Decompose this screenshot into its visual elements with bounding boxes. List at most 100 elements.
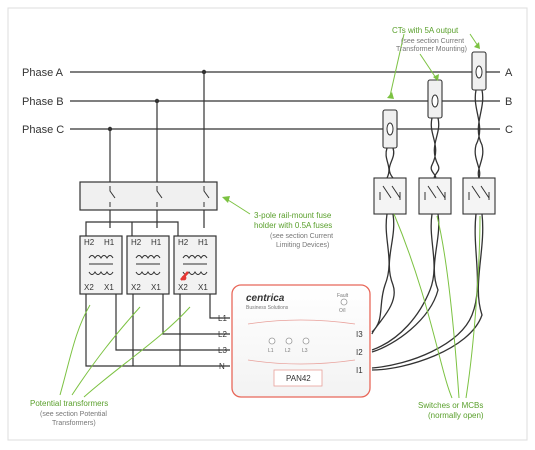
potential-transformer-1: H2 H1 X2 X1 [79, 235, 123, 295]
model-label: PAN42 [286, 374, 311, 383]
pt-terminal-h2: H2 [131, 238, 142, 247]
annotation-leaders [59, 33, 481, 399]
meter-body [231, 284, 371, 398]
cts-annotation-title: CTs with 5A output [392, 26, 459, 35]
switch-leader-1 [393, 213, 453, 399]
meter-device: centrica Business Solutions Fault O/I L1… [231, 284, 371, 398]
led-l3 [302, 337, 310, 345]
pt-primary-coil [88, 255, 114, 259]
led-l1-label: L1 [268, 348, 274, 354]
pt-terminal-h2: H2 [178, 238, 189, 247]
phase-c-label: Phase C [22, 124, 64, 136]
fuse-switch-b [156, 186, 163, 207]
ct-twisted-leads [371, 89, 484, 371]
cts-arrow-2 [433, 74, 439, 81]
pt-leader-2 [71, 306, 141, 396]
meter-brand-subtitle: Business Solutions [246, 305, 289, 311]
cts-leader-3 [469, 33, 479, 47]
meter-brand: centrica [246, 293, 285, 304]
current-input-i3-label: I3 [356, 330, 363, 339]
fuse-leader [227, 199, 251, 215]
pt-annotation-line-3: Transformers) [52, 420, 96, 427]
wire-to-l1 [209, 294, 230, 319]
voltage-input-l1-label: L1 [218, 314, 227, 323]
ct-window [431, 94, 439, 108]
pt-terminal-x2: X2 [131, 283, 141, 292]
pt-terminal-h2: H2 [84, 238, 95, 247]
model-badge [273, 369, 323, 387]
switch-contacts [379, 185, 401, 200]
pt-secondary-coil [135, 271, 161, 275]
switch-c [373, 177, 407, 215]
switch-annotation-title: Switches or MCBs [418, 401, 483, 410]
fuse-annotation-line-4: Limiting Devices) [276, 242, 329, 249]
phase-b-end-label: B [505, 96, 512, 108]
cts-annotation-line-2: (see section Current [401, 38, 464, 45]
ct-window [386, 122, 394, 136]
ct-a-leads-lower [371, 213, 484, 371]
cts-annotation-line-3: Transformer Mounting) [396, 46, 467, 53]
pt-terminal-x1: X1 [151, 283, 161, 292]
current-input-i2-label: I2 [356, 348, 363, 357]
pt-body [173, 235, 217, 295]
fuse-switches [109, 186, 210, 207]
voltage-input-n-label: N [219, 362, 225, 371]
led-l2 [285, 337, 293, 345]
pt-secondary-wires [85, 294, 230, 367]
ct-phase-c [382, 109, 398, 149]
fuse-annotation-line-3: (see section Current [270, 233, 333, 240]
switch-contacts [424, 185, 446, 200]
switch-b [418, 177, 452, 215]
pt-body [126, 235, 170, 295]
pt-ground-dot [181, 275, 187, 281]
meter-lower-curve [247, 359, 356, 365]
pt-terminal-x1: X1 [104, 283, 114, 292]
phase-a-end-label: A [505, 67, 513, 79]
wire-to-n [85, 294, 230, 367]
pt-secondary-coil [88, 271, 114, 275]
phase-b-label: Phase B [22, 96, 64, 108]
ct-b-leads-lower [371, 213, 440, 353]
switch-annotation-line-2: (normally open) [428, 411, 484, 420]
switch-a [462, 177, 496, 215]
ct-c-leads-lower [371, 213, 395, 335]
pt-annotation-title: Potential transformers [30, 399, 108, 408]
led-l1 [268, 337, 276, 345]
fault-led [340, 298, 348, 306]
ct-phase-a [471, 51, 487, 91]
voltage-input-l3-label: L3 [218, 346, 227, 355]
pt-annotation-line-2: (see section Potential [40, 411, 107, 418]
pt-body [79, 235, 123, 295]
led-l3-label: L3 [302, 348, 308, 354]
ct-a-leads-upper [474, 89, 484, 181]
pt-terminal-h1: H1 [104, 238, 115, 247]
meter-upper-curve [247, 319, 356, 325]
cts-arrow-1 [387, 92, 394, 99]
pt-terminal-h1: H1 [151, 238, 162, 247]
switch-contacts [468, 185, 490, 200]
cts-arrow-3 [474, 42, 480, 49]
pt-terminal-x2: X2 [84, 283, 94, 292]
fuse-annotation-line-1: 3-pole rail-mount fuse [254, 211, 332, 220]
phase-a-label: Phase A [22, 67, 64, 79]
cts-leader-1 [389, 33, 405, 97]
fuse-annotation-line-2: holder with 0.5A fuses [254, 221, 332, 230]
wire-to-l3 [115, 294, 230, 351]
fault-label: Fault [337, 293, 349, 299]
fuse-switch-a [203, 186, 210, 207]
ct-b-leads-upper [430, 117, 440, 181]
ct-window [475, 65, 483, 79]
pt-terminal-x1: X1 [198, 283, 208, 292]
pt-leader-3 [83, 306, 191, 398]
ct-c-leads-upper [385, 147, 395, 179]
current-input-i1-label: I1 [356, 366, 363, 375]
ct-phase-b [427, 79, 443, 119]
potential-transformer-3: H2 H1 X2 X1 [173, 235, 217, 295]
fault-sub-label: O/I [339, 308, 346, 314]
potential-transformer-2: H2 H1 X2 X1 [126, 235, 170, 295]
pt-primary-coil [135, 255, 161, 259]
fuse-arrow [222, 196, 230, 203]
pt-terminal-x2: X2 [178, 283, 188, 292]
